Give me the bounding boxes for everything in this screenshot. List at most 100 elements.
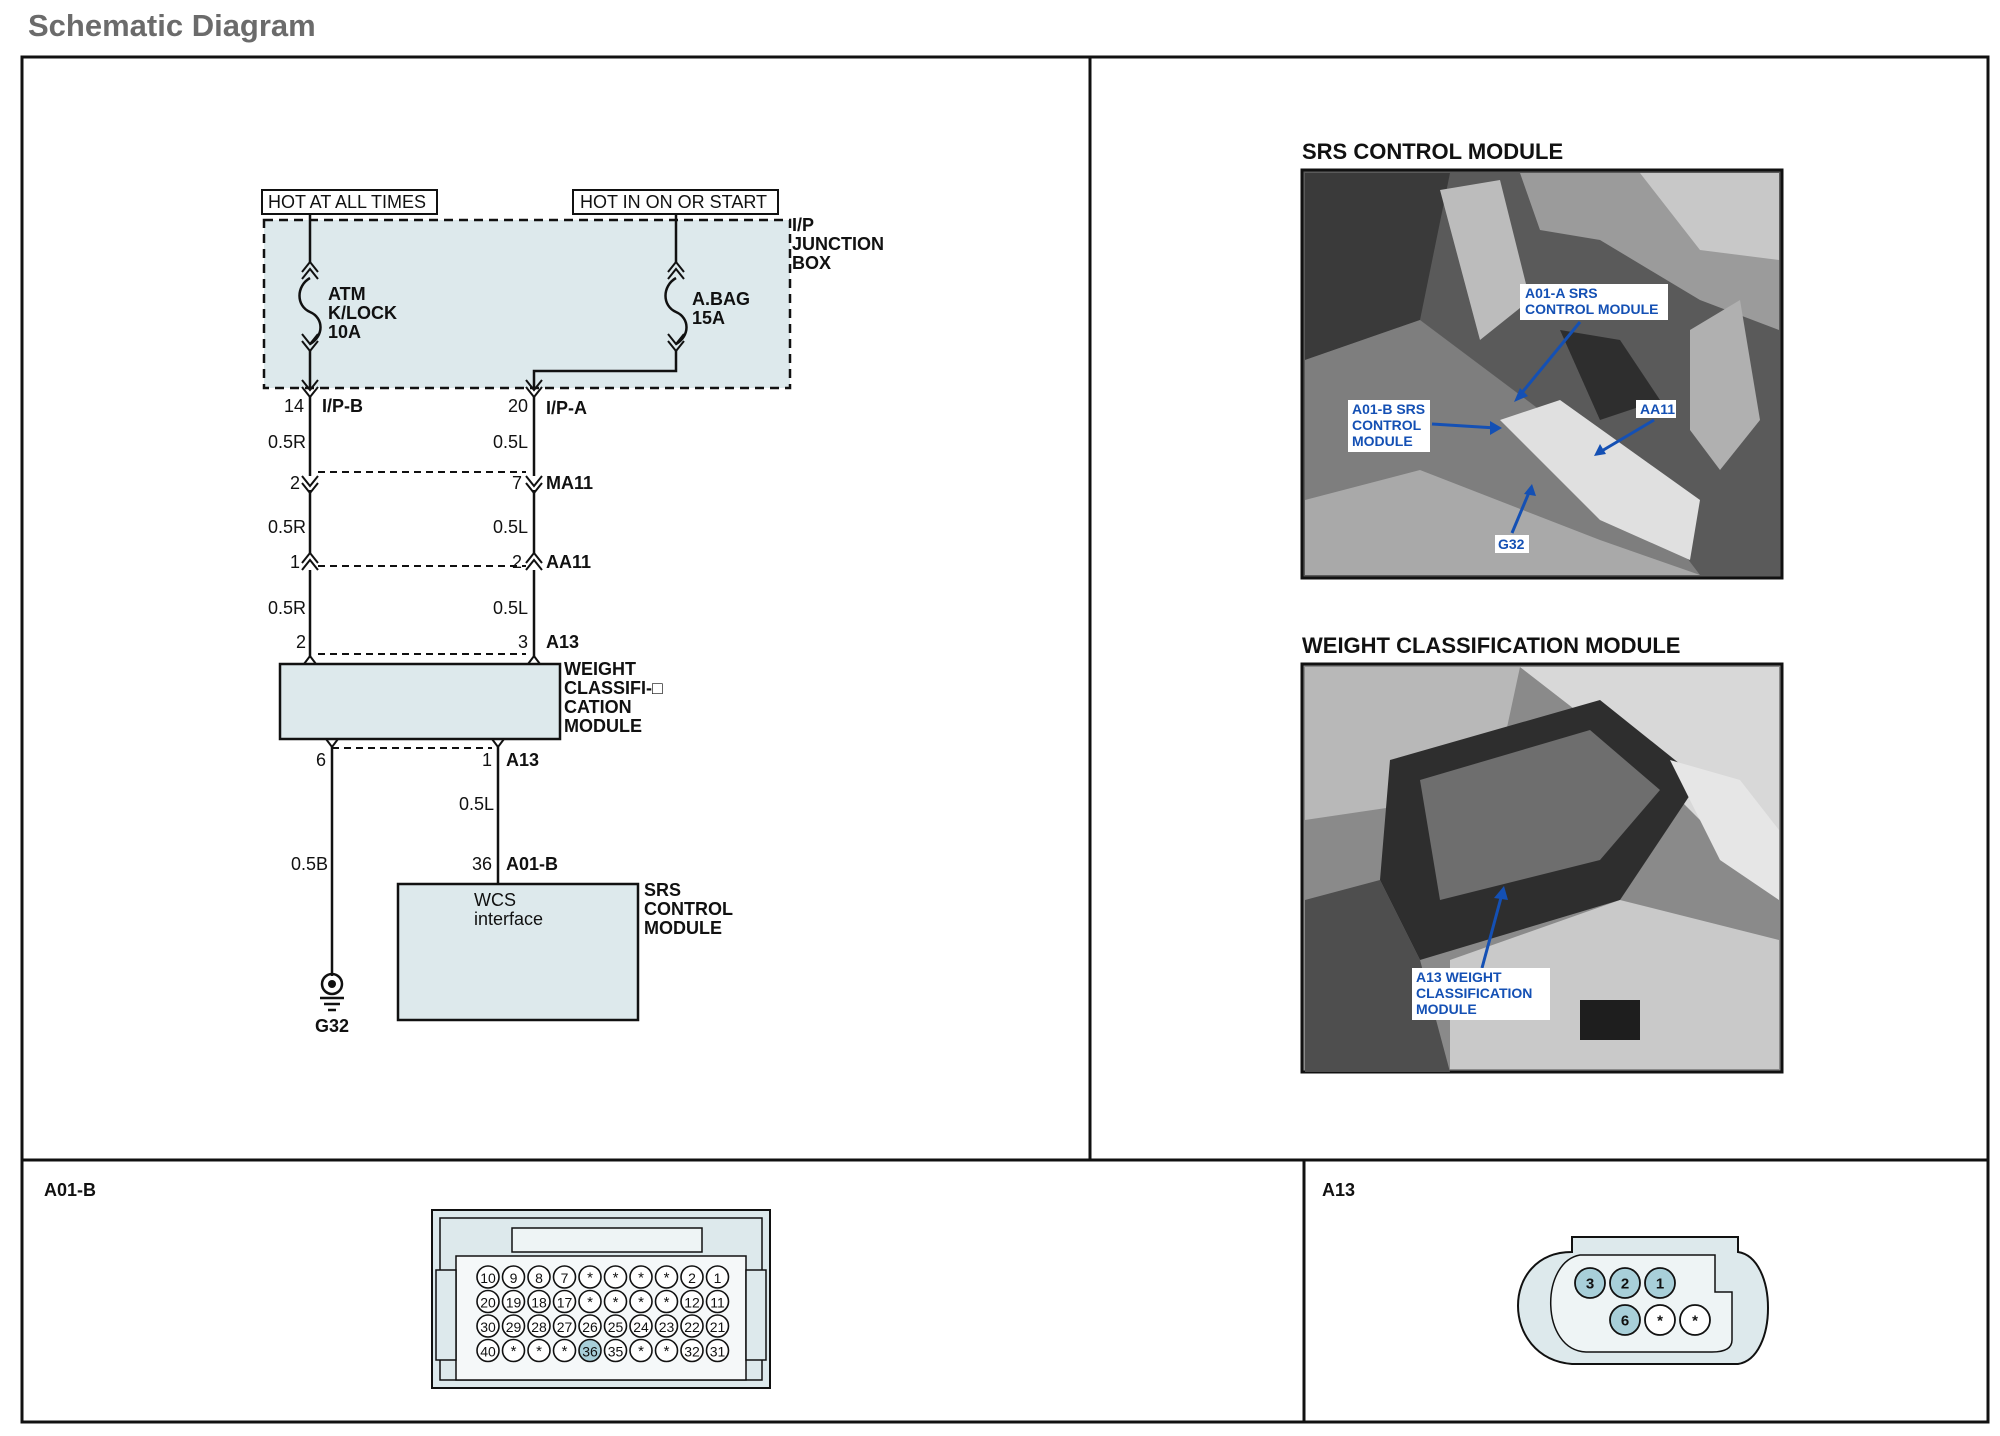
wiring-schematic: HOT AT ALL TIMES HOT IN ON OR START I/P … [261, 189, 884, 1036]
a01b-pin [476, 1265, 500, 1289]
a01b-pin-label: * [562, 1343, 568, 1360]
a01b-pin [705, 1338, 730, 1363]
a13-pin-label: * [1692, 1313, 1698, 1330]
a01b-pin-label: 9 [510, 1270, 518, 1286]
a13-pin [1644, 1267, 1676, 1299]
a01b-pin-label: 28 [531, 1319, 547, 1335]
a01b-pin [680, 1265, 704, 1289]
a13-pin [1609, 1304, 1641, 1336]
junction-box-label-2: JUNCTION [792, 234, 884, 254]
a01b-pin [527, 1265, 551, 1289]
source-hot-always: HOT AT ALL TIMES [268, 192, 426, 212]
a01b-pin [501, 1289, 526, 1314]
fuse-atm-label-1: ATM [328, 284, 366, 304]
arrow-a01a [1518, 321, 1582, 396]
a01b-pin [654, 1338, 679, 1363]
a01b-pin-label: 18 [531, 1295, 547, 1311]
a01b-pin-label: * [613, 1270, 619, 1287]
srs-label-1: SRS [644, 880, 681, 900]
wire-left-2: 0.5R [268, 517, 306, 537]
connector-ma11-icon [301, 475, 319, 495]
connector-ma11-icon [525, 475, 543, 495]
a01b-name: A01-B [506, 854, 558, 874]
ipb-name: I/P-B [322, 396, 363, 416]
a01b-pin-label: * [664, 1343, 670, 1360]
srs-label-2: CONTROL [644, 899, 733, 919]
a01b-pin [578, 1289, 602, 1314]
a01b-pin [603, 1314, 628, 1338]
a01b-pin-label: * [638, 1270, 644, 1287]
callout-a01b-2: CONTROL [1352, 417, 1422, 433]
a13-pin-label: * [1657, 1313, 1663, 1330]
a01b-pin-label: 40 [480, 1344, 496, 1360]
a13-bottom-pin-left: 6 [316, 750, 326, 770]
a01b-pin [603, 1289, 628, 1314]
callout-a13-2: CLASSIFICATION [1416, 985, 1532, 1001]
source-hot-on-start: HOT IN ON OR START [580, 192, 767, 212]
a01b-pin [629, 1289, 653, 1314]
source-hot-on-start-box [572, 189, 779, 215]
ma11-pin-right: 7 [512, 473, 522, 493]
a01b-pin [705, 1265, 730, 1289]
a01b-pin-label: * [664, 1294, 670, 1311]
callout-a01b-3: MODULE [1352, 433, 1413, 449]
connector-aa11-icon [301, 551, 319, 571]
a01b-pin [552, 1265, 577, 1289]
a13-bottom-name: A13 [506, 750, 539, 770]
wire-right-3: 0.5L [493, 598, 528, 618]
callout-g32: G32 [1498, 536, 1525, 552]
a01b-pin [527, 1338, 551, 1363]
fuse-atm-klock-icon [298, 276, 322, 346]
a01b-pin [705, 1289, 730, 1314]
a13-top-pin-left: 2 [296, 632, 306, 652]
source-hot-always-box [261, 189, 438, 215]
a01b-pin-label: 21 [710, 1319, 726, 1335]
callout-a01b-1: A01-B SRS [1352, 401, 1425, 417]
ipa-pin: 20 [508, 396, 528, 416]
wire-ground: 0.5B [291, 854, 328, 874]
a01b-pin-label: 26 [582, 1319, 598, 1335]
wcm-label-4: MODULE [564, 716, 642, 736]
callout-a01a-2: CONTROL MODULE [1525, 301, 1659, 317]
a01b-pin-label: 36 [582, 1344, 598, 1360]
a01b-pin-label: 31 [710, 1344, 726, 1360]
a01b-pin-label: 1 [714, 1270, 722, 1286]
a13-pin-label: 1 [1656, 1276, 1664, 1293]
a01b-pin-label: 32 [684, 1344, 700, 1360]
a01b-view-title: A01-B [44, 1180, 96, 1200]
ground-label: G32 [315, 1016, 349, 1036]
callout-aa11: AA11 [1640, 401, 1675, 417]
a01b-pin [680, 1314, 704, 1338]
a01b-pin [629, 1314, 653, 1338]
a13-pin [1644, 1304, 1676, 1336]
a01b-pin-label: 25 [608, 1319, 624, 1335]
wire-right-2: 0.5L [493, 517, 528, 537]
fuse-abag-label-2: 15A [692, 308, 725, 328]
a01b-pin [578, 1265, 602, 1289]
a01b-pin-label: * [613, 1294, 619, 1311]
a01b-pin-label: 35 [608, 1344, 624, 1360]
a13-bottom-pin-right: 1 [482, 750, 492, 770]
junction-box-label-3: BOX [792, 253, 831, 273]
a01b-pin [680, 1289, 704, 1314]
a01b-pin [552, 1338, 577, 1363]
a01b-pin-label: 23 [659, 1319, 675, 1335]
a01b-pin [603, 1338, 628, 1363]
a01b-pin-label: * [587, 1294, 593, 1311]
srs-inner-1: WCS [474, 890, 516, 910]
ma11-name: MA11 [546, 473, 593, 493]
a01b-pin [629, 1338, 653, 1363]
aa11-pin-left: 1 [290, 552, 300, 572]
outer-frame [20, 55, 1990, 1424]
a01b-pin [476, 1289, 500, 1314]
arrow-a13 [1480, 893, 1504, 969]
junction-box [262, 218, 792, 390]
a13-pin [1609, 1267, 1641, 1299]
fuse-abag-icon [664, 276, 688, 346]
wire-signal: 0.5L [459, 794, 494, 814]
wcm-label-3: CATION [564, 697, 632, 717]
callout-a13-1: A13 WEIGHT [1416, 969, 1502, 985]
a01b-pin [527, 1314, 551, 1338]
